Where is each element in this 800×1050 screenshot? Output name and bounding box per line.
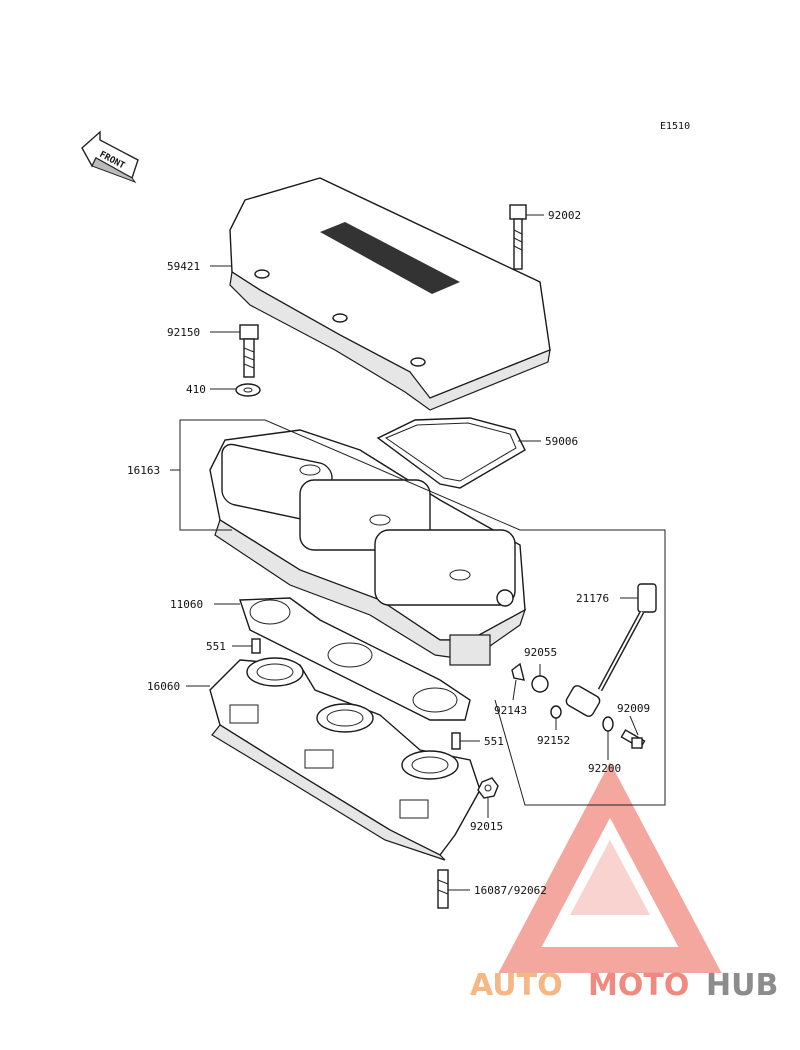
- callout-16163: 16163: [127, 464, 160, 477]
- callout-11060: 11060: [170, 598, 203, 611]
- callout-16087-92062: 16087/92062: [474, 884, 547, 897]
- washer-410: [235, 383, 261, 397]
- leader-lines: [170, 214, 666, 891]
- bolt-92150: [239, 324, 259, 378]
- washer-92200: [602, 716, 614, 732]
- watermark-auto: AUTO: [470, 968, 563, 1003]
- callout-21176: 21176: [576, 592, 609, 605]
- stud-16087-92062: [437, 869, 449, 909]
- bolt-92009: [620, 729, 646, 749]
- watermark-hub: HUB: [706, 968, 778, 1003]
- callout-551-bottom: 551: [484, 735, 504, 748]
- gasket-11060: [239, 597, 471, 721]
- callout-59421: 59421: [167, 260, 200, 273]
- callout-92152: 92152: [537, 734, 570, 747]
- oring-92055: [531, 675, 549, 693]
- clip-92143: [511, 662, 525, 681]
- gasket-59006: [376, 417, 526, 489]
- callout-92015: 92015: [470, 820, 503, 833]
- nut-92015: [477, 777, 499, 799]
- watermark-moto: MOTO: [588, 968, 689, 1003]
- front-arrow-icon: FRONT: [81, 130, 139, 184]
- manifold-16060: [209, 657, 481, 861]
- callout-16060: 16060: [147, 680, 180, 693]
- watermark-logo: [498, 762, 722, 973]
- sensor-21176: [565, 583, 657, 717]
- diagram-code: E1510: [660, 121, 690, 132]
- callout-92009: 92009: [617, 702, 650, 715]
- callout-92143: 92143: [494, 704, 527, 717]
- callout-551-top: 551: [206, 640, 226, 653]
- callout-92055: 92055: [524, 646, 557, 659]
- stud-551-b: [451, 732, 461, 750]
- watermark-text: AUTO MOTO HUB: [470, 968, 778, 1003]
- head-cover-59421: [229, 177, 551, 411]
- callout-labels: 92002 59421 92150 410 59006 16163 21176 …: [127, 209, 650, 897]
- throttle-body-16163: [209, 429, 527, 666]
- washer-92152: [550, 705, 562, 719]
- stud-551-a: [251, 638, 261, 654]
- callout-92150: 92150: [167, 326, 200, 339]
- callout-59006: 59006: [545, 435, 578, 448]
- callout-92002: 92002: [548, 209, 581, 222]
- callout-410: 410: [186, 383, 206, 396]
- callout-92200: 92200: [588, 762, 621, 775]
- bolt-92002: [509, 204, 527, 270]
